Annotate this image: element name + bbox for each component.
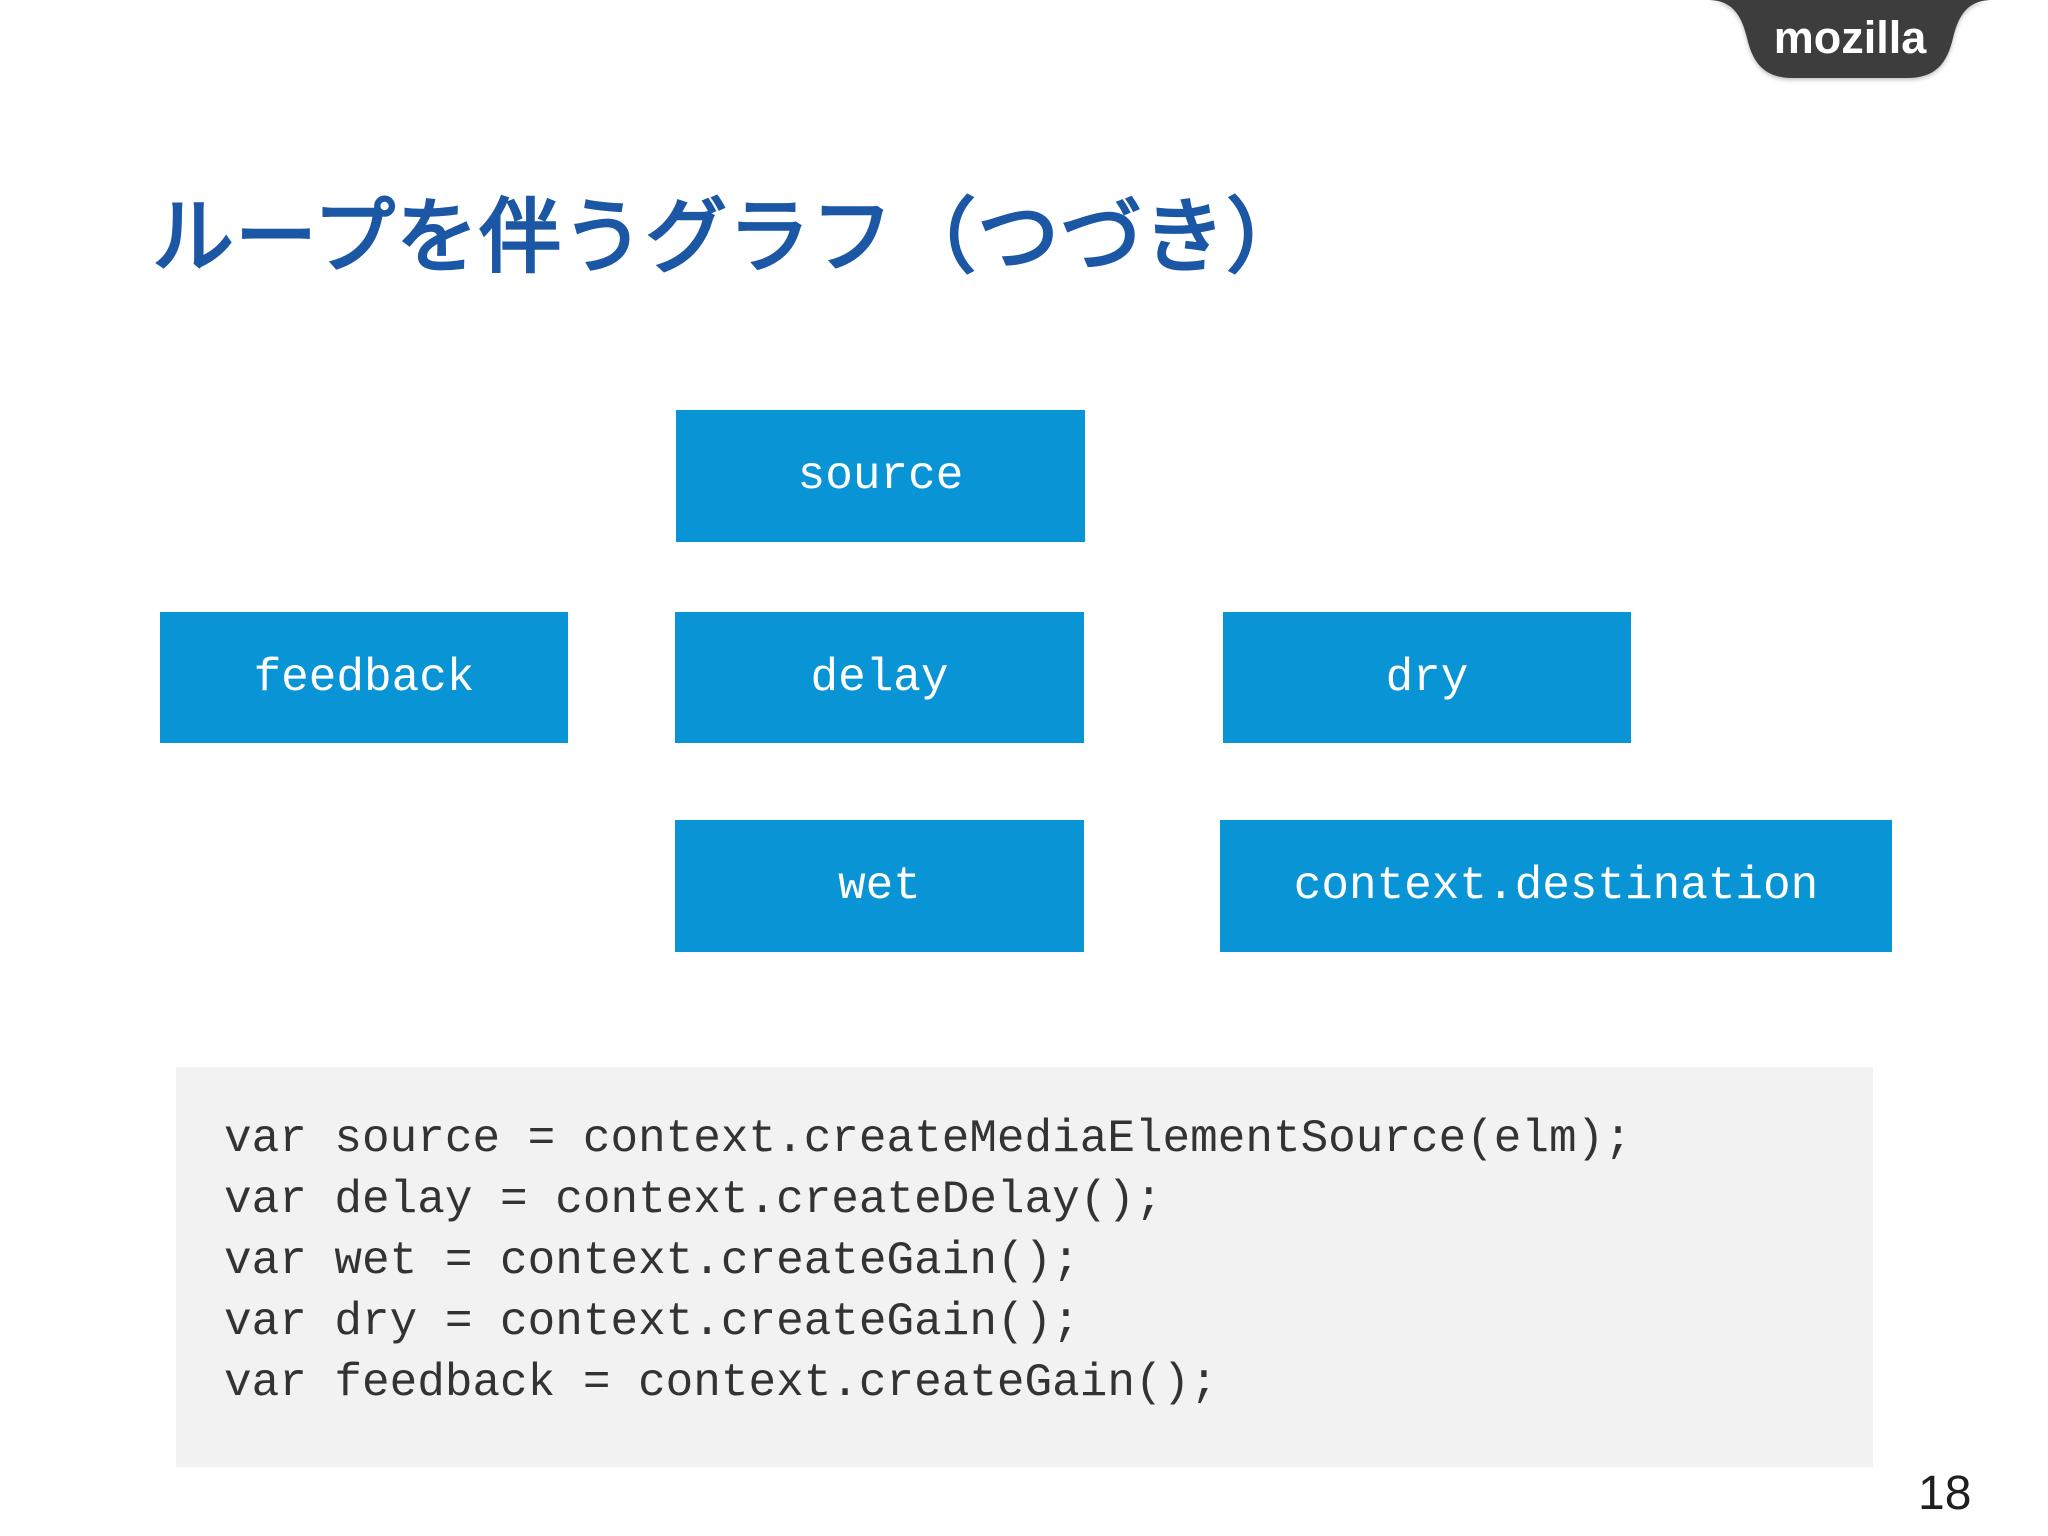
node-dry-label: dry <box>1385 651 1469 704</box>
node-context-destination: context.destination <box>1220 820 1892 952</box>
code-line: var wet = context.createGain(); <box>224 1235 1080 1287</box>
node-delay: delay <box>675 612 1084 743</box>
code-line: var dry = context.createGain(); <box>224 1296 1080 1348</box>
node-source-label: source <box>797 450 964 502</box>
node-wet: wet <box>675 820 1084 952</box>
node-feedback-label: feedback <box>253 651 475 704</box>
node-wet-label: wet <box>838 860 921 912</box>
code-line: var source = context.createMediaElementS… <box>224 1113 1632 1165</box>
node-context-destination-label: context.destination <box>1293 860 1819 912</box>
node-source: source <box>676 410 1085 542</box>
node-feedback: feedback <box>160 612 568 743</box>
node-delay-label: delay <box>810 651 949 704</box>
mozilla-logo-text: mozilla <box>1773 12 1927 63</box>
code-line: var delay = context.createDelay(); <box>224 1174 1163 1226</box>
mozilla-tab-shape <box>1710 0 1990 78</box>
mozilla-logo: mozilla <box>1710 0 1990 86</box>
node-dry: dry <box>1223 612 1631 743</box>
code-block: var source = context.createMediaElementS… <box>176 1067 1873 1467</box>
code-line: var feedback = context.createGain(); <box>224 1357 1218 1409</box>
page-number: 18 <box>1918 1467 1972 1520</box>
page-title: ループを伴うグラフ（つづき） <box>152 191 1310 283</box>
